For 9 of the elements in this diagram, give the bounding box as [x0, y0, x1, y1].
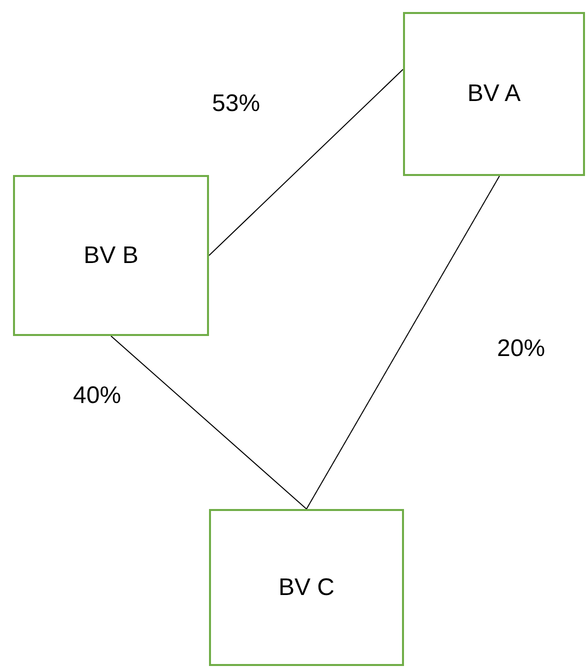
connector-line [208, 68, 404, 256]
process-box [403, 12, 585, 176]
connector-line [110, 336, 307, 510]
box-label: BV C [278, 572, 334, 602]
box-label: BV A [467, 79, 521, 109]
process-box [209, 509, 404, 666]
process-box [13, 175, 209, 336]
connector-line [306, 176, 500, 510]
box-label: BV B [84, 240, 138, 270]
